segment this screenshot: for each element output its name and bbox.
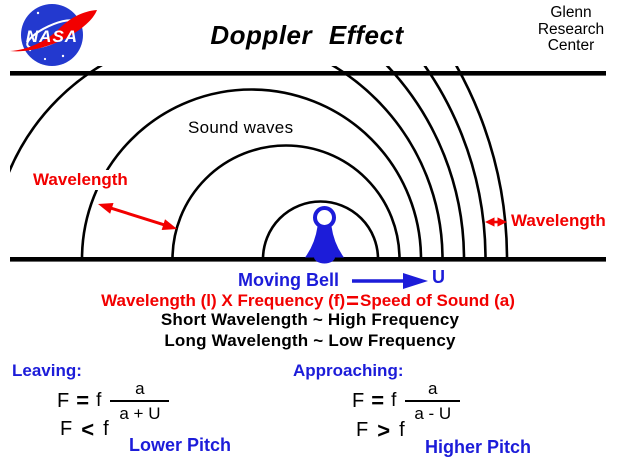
approaching-heading: Approaching: — [293, 361, 404, 380]
approaching-comparison-lhs: F — [356, 419, 369, 441]
bell-ring — [313, 206, 336, 229]
approaching-formula-equals: = — [371, 388, 385, 414]
lower-pitch-label: Lower Pitch — [129, 435, 232, 455]
wave-equation-left: Wavelength (l) X Frequency (f) — [101, 291, 346, 310]
bell-clapper — [314, 250, 335, 264]
page-title: Doppler Effect — [210, 20, 404, 50]
leaving-fraction: a a + U — [110, 379, 170, 424]
velocity-arrow — [352, 273, 428, 289]
org-name-line: Glenn — [550, 4, 592, 21]
leaving-fraction-denominator: a + U — [110, 399, 170, 424]
moving-bell-label: Moving Bell — [238, 270, 340, 290]
relation-short-wavelength: Short Wavelength ~ High Frequency — [160, 310, 460, 329]
leaving-formula: F = f a a + U — [57, 379, 170, 424]
higher-pitch-label: Higher Pitch — [425, 437, 532, 457]
leaving-comparison: F < f — [60, 418, 109, 441]
wavelength-arrow-left — [98, 203, 178, 230]
approaching-formula-lhs: F — [352, 389, 365, 412]
wavelength-arrow-right — [485, 217, 507, 227]
leaving-formula-coeff: f — [96, 390, 102, 412]
nasa-logo-text: NASA — [26, 27, 78, 46]
org-name-line: Research — [537, 20, 605, 38]
wave-equation: Wavelength (l) X Frequency (f) = Speed o… — [101, 287, 515, 314]
bell-icon — [305, 206, 344, 264]
sound-waves-label: Sound waves — [188, 118, 294, 137]
approaching-formula: F = f a a - U — [352, 379, 461, 424]
leaving-comparison-lhs: F — [60, 418, 73, 440]
approaching-comparison: F > f — [356, 419, 405, 442]
velocity-label: U — [432, 267, 445, 287]
approaching-formula-coeff: f — [391, 390, 397, 412]
org-name: Glenn Research Center — [528, 4, 614, 55]
approaching-fraction-denominator: a - U — [405, 399, 461, 424]
nasa-logo: NASA — [10, 4, 97, 66]
org-name-line: Center — [547, 37, 595, 54]
wave-equation-equals: = — [346, 287, 359, 314]
leaving-formula-lhs: F — [57, 389, 70, 412]
sound-wave-arcs — [10, 66, 509, 259]
sound-wave-arc — [80, 88, 423, 259]
wavelength-label-right: Wavelength — [511, 211, 606, 230]
sound-wave-arc — [171, 144, 401, 259]
sound-wave-arc — [261, 200, 380, 259]
approaching-fraction-numerator: a — [428, 379, 438, 398]
relation-long-wavelength: Long Wavelength ~ Low Frequency — [164, 331, 456, 350]
leaving-heading: Leaving: — [12, 361, 82, 380]
ground-line — [10, 257, 606, 262]
approaching-fraction: a a - U — [405, 379, 461, 424]
leaving-formula-equals: = — [76, 388, 90, 414]
approaching-comparison-rhs: f — [399, 419, 405, 441]
leaving-comparison-op: < — [81, 416, 95, 442]
bell-body — [305, 226, 344, 258]
wave-equation-right: Speed of Sound (a) — [359, 291, 515, 310]
nasa-logo-swoosh — [10, 10, 97, 52]
leaving-comparison-rhs: f — [103, 418, 109, 440]
wavelength-label-left: Wavelength — [31, 170, 130, 190]
approaching-comparison-op: > — [377, 417, 391, 443]
top-boundary-line — [10, 71, 606, 76]
leaving-fraction-numerator: a — [135, 379, 145, 398]
